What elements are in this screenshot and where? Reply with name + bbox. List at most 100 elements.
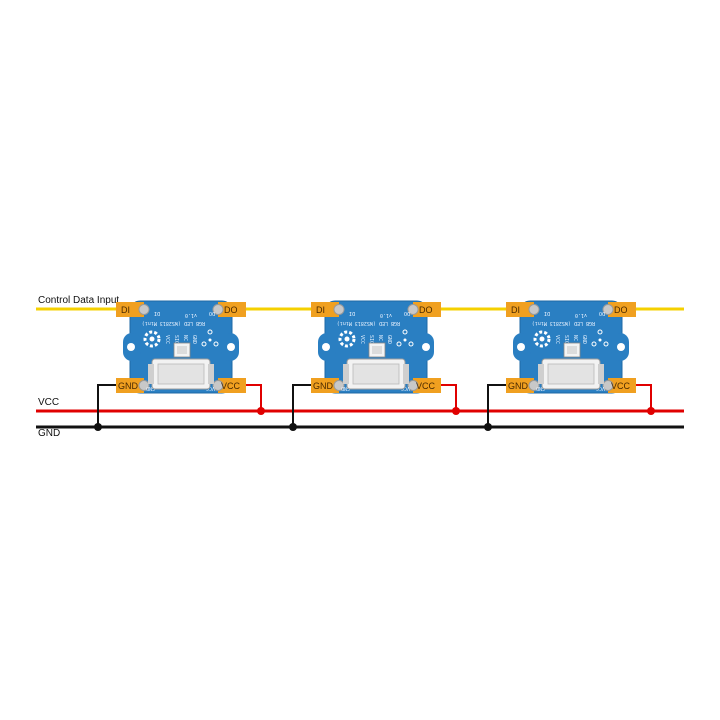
pad-vcc-label: VCC [221, 381, 241, 391]
board-title-silkscreen: RGB LED (WS2813 Mini) [337, 320, 400, 326]
pin-gnd-silkscreen: GND [191, 335, 197, 344]
vcc-drop-wire [632, 384, 652, 411]
grove-connector-left-tab [148, 364, 154, 384]
network-icon-center [208, 338, 212, 342]
gear-logo-icon [533, 330, 551, 348]
pad-do [608, 302, 636, 317]
gear-logo-center [539, 336, 545, 342]
grove-connector-left-tab [538, 364, 544, 384]
pad-vcc-label: VCC [611, 381, 631, 391]
small-gnd-silkscreen: GND [341, 385, 350, 391]
small-vcc-silkscreen: VCC [596, 385, 605, 391]
small-vcc-silkscreen: VCC [206, 385, 215, 391]
gear-logo-icon [338, 330, 356, 348]
network-icon [207, 329, 213, 335]
board-version-silkscreen: v1.0 [380, 312, 392, 318]
vcc-junction-dot [452, 407, 460, 415]
pad-vcc-hole [212, 380, 224, 391]
pad-vcc-hole [407, 380, 419, 391]
grove-connector-left-tab [343, 364, 349, 384]
mount-hole-left [322, 343, 330, 351]
small-do-silkscreen: DO [209, 310, 215, 316]
pad-di [506, 302, 534, 317]
mount-hole-left [127, 343, 135, 351]
led-chip-window [567, 346, 577, 354]
mount-hole-right [617, 343, 625, 351]
pad-di-label: DI [511, 305, 520, 315]
pad-do-hole [602, 304, 614, 315]
gnd-junction-dot [484, 423, 492, 431]
gnd-junction-dot [94, 423, 102, 431]
pad-do [413, 302, 441, 317]
small-do-silkscreen: DO [599, 310, 605, 316]
pin-sig-silkscreen: SIG [173, 335, 179, 344]
grove-connector-right-tab [208, 364, 214, 384]
vcc-drop-wire [437, 384, 457, 411]
led-chip-window [177, 346, 187, 354]
mount-hole-right [227, 343, 235, 351]
small-gnd-silkscreen: GND [536, 385, 545, 391]
pad-do-hole [407, 304, 419, 315]
small-di-silkscreen: DI [544, 310, 550, 316]
gnd-junction-dot [289, 423, 297, 431]
pad-gnd-label: GND [118, 381, 139, 391]
led-chip-window [372, 346, 382, 354]
vcc-junction-dot [647, 407, 655, 415]
gnd-drop-wire [292, 384, 313, 427]
control-data-input-label: Control Data Input [38, 295, 120, 306]
pad-do-label: DO [419, 305, 433, 315]
pad-gnd [116, 378, 144, 393]
pad-di-label: DI [121, 305, 130, 315]
pin-vcc-silkscreen: VCC [359, 335, 365, 344]
pad-gnd-label: GND [313, 381, 334, 391]
pad-gnd-hole [333, 380, 345, 391]
board-title-silkscreen: RGB LED (WS2813 Mini) [142, 320, 205, 326]
pin-gnd-silkscreen: GND [581, 335, 587, 344]
grove-connector-right-tab [403, 364, 409, 384]
grove-connector-right-tab [598, 364, 604, 384]
pad-di-hole [528, 304, 540, 315]
pad-vcc [218, 378, 246, 393]
network-icon [597, 329, 603, 335]
mount-hole-left [517, 343, 525, 351]
pin-gnd-silkscreen: GND [386, 335, 392, 344]
pin-vcc-silkscreen: VCC [164, 335, 170, 344]
pin-nc-silkscreen: NC [572, 335, 578, 341]
pad-gnd-label: GND [508, 381, 529, 391]
pin-nc-silkscreen: NC [377, 335, 383, 341]
grove-connector-socket [547, 363, 595, 385]
vcc-wire-label: VCC [38, 397, 60, 408]
pin-sig-silkscreen: SIG [563, 335, 569, 344]
gnd-drop-wire [97, 384, 118, 427]
pad-gnd [311, 378, 339, 393]
gear-logo-icon [143, 330, 161, 348]
board-version-silkscreen: v1.0 [185, 312, 197, 318]
board-version-silkscreen: v1.0 [575, 312, 587, 318]
pad-vcc-hole [602, 380, 614, 391]
small-di-silkscreen: DI [349, 310, 355, 316]
pad-do-label: DO [224, 305, 238, 315]
rgb-led-module-2: DI DO GND VCC RGB LED (WS2813 Mini) v1.0 DI DO G… [289, 300, 460, 431]
pad-do-label: DO [614, 305, 628, 315]
vcc-drop-wire [242, 384, 262, 411]
pin-nc-silkscreen: NC [182, 335, 188, 341]
small-do-silkscreen: DO [404, 310, 410, 316]
network-icon-center [403, 338, 407, 342]
network-icon-center [598, 338, 602, 342]
pad-do-hole [212, 304, 224, 315]
gear-logo-center [149, 336, 155, 342]
pad-di [116, 302, 144, 317]
pad-di-label: DI [316, 305, 325, 315]
network-icon-node-right [603, 341, 609, 347]
pad-gnd-hole [138, 380, 150, 391]
vcc-junction-dot [257, 407, 265, 415]
pad-vcc [608, 378, 636, 393]
network-icon-node-left [396, 341, 402, 347]
pad-gnd [506, 378, 534, 393]
mount-hole-right [422, 343, 430, 351]
network-icon-node-left [591, 341, 597, 347]
small-gnd-silkscreen: GND [146, 385, 155, 391]
